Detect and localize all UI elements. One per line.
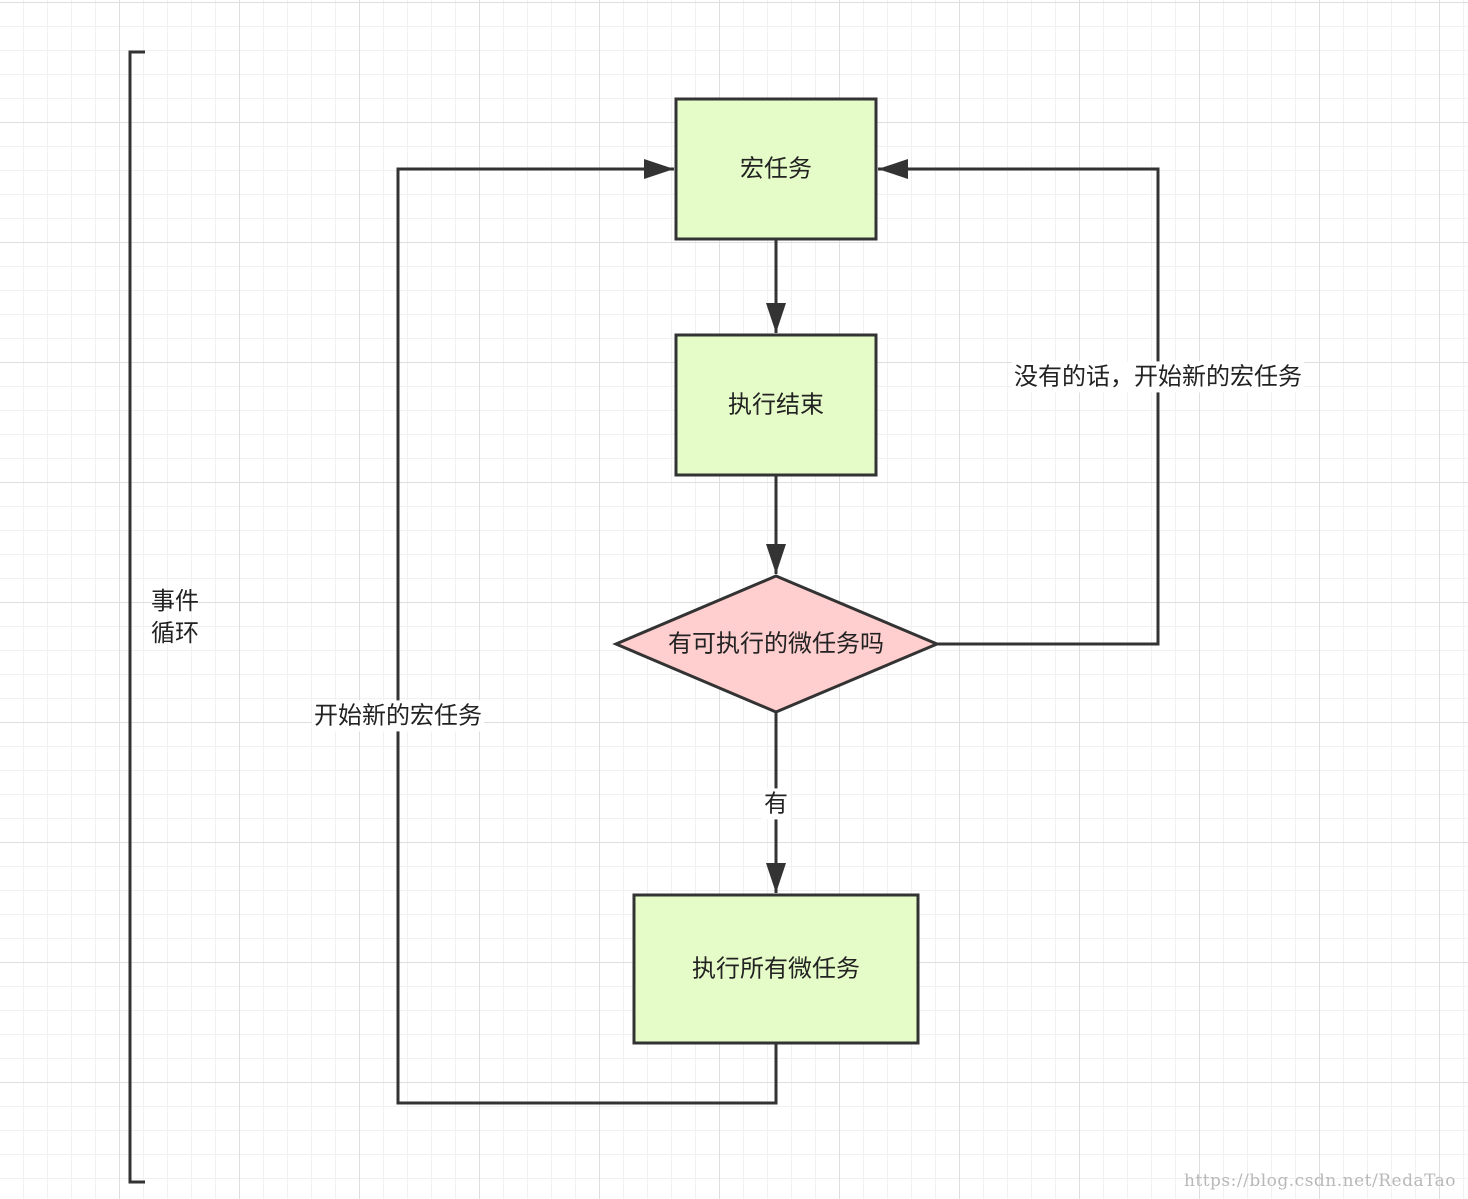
exec-all-micro-label: 执行所有微任务 xyxy=(692,954,860,983)
event-loop-label: 事件 循环 xyxy=(151,587,199,648)
event-loop-bracket xyxy=(128,50,145,1184)
macro-task-label: 宏任务 xyxy=(740,154,812,183)
edge-micro-to-macro xyxy=(396,159,778,1105)
new-macro-edge-label: 开始新的宏任务 xyxy=(312,700,484,732)
no-edge-label: 没有的话，开始新的宏任务 xyxy=(1012,361,1304,393)
macro-task-box xyxy=(674,97,878,241)
yes-edge-label: 有 xyxy=(762,788,790,820)
watermark: https://blog.csdn.net/RedaTao xyxy=(1183,1171,1456,1191)
has-micro-label: 有可执行的微任务吗 xyxy=(668,629,884,658)
edge-no-to-macro xyxy=(878,159,1160,646)
exec-end-box xyxy=(674,333,878,477)
exec-all-micro-box xyxy=(632,893,920,1045)
exec-end-label: 执行结束 xyxy=(728,390,824,419)
